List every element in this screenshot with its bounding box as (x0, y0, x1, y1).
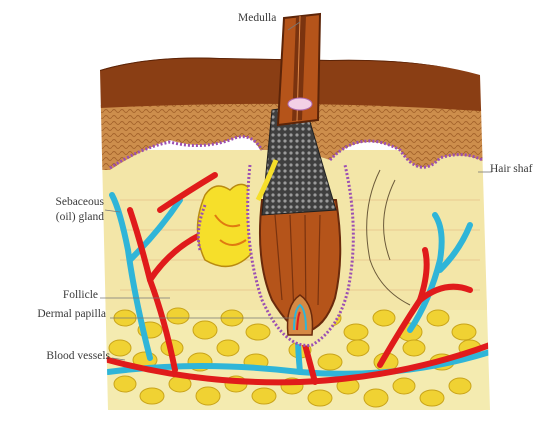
label-follicle: Follicle (2, 289, 98, 302)
label-medulla: Medulla (238, 12, 276, 25)
label-dermal-papilla: Dermal papilla (2, 308, 106, 321)
label-sebaceous-line2: (oil) gland (12, 211, 104, 224)
label-sebaceous-line1: Sebaceous (12, 196, 104, 209)
hair-shaft (278, 14, 320, 125)
label-blood-vessels: Blood vessels (2, 350, 110, 363)
label-hair-shaft: Hair shaf (490, 163, 532, 176)
